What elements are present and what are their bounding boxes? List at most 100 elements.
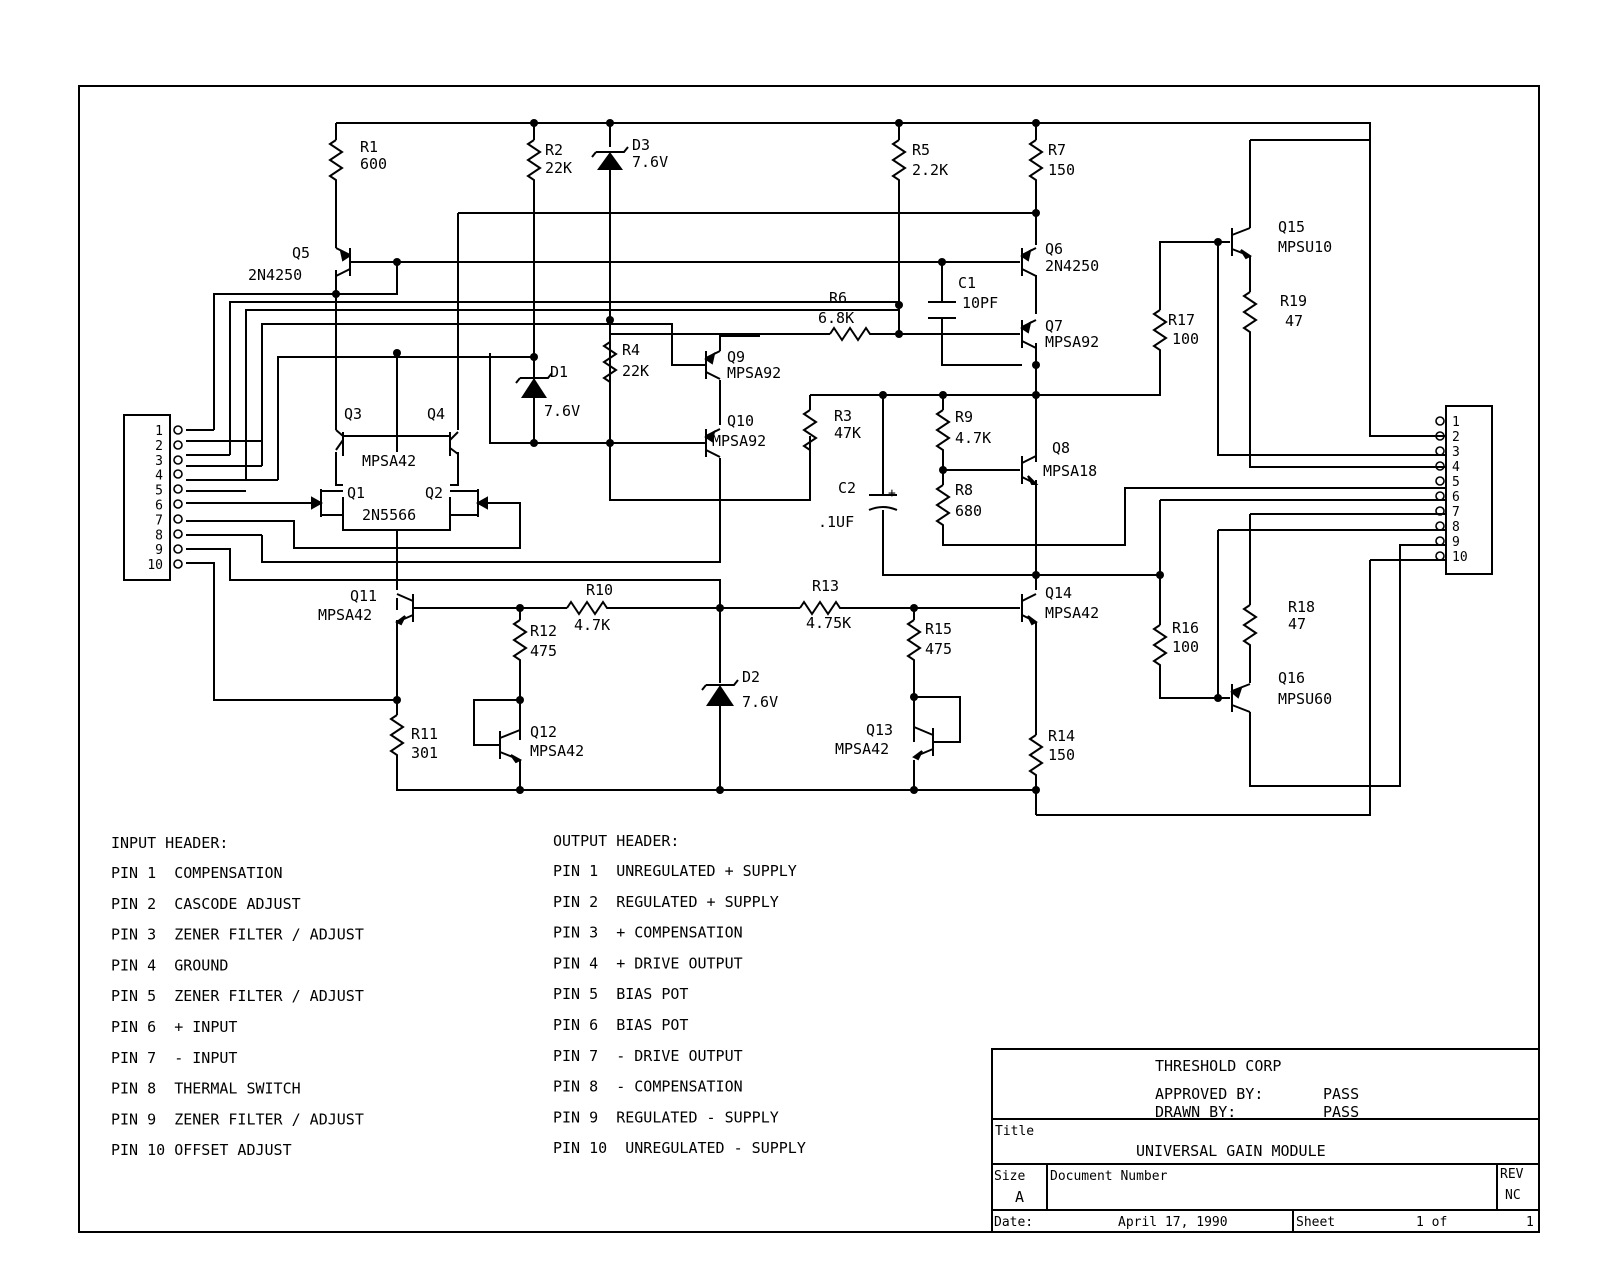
r9-ref: R9 — [955, 408, 973, 426]
title-block: THRESHOLD CORP APPROVED BY: PASS DRAWN B… — [991, 1048, 1540, 1233]
r4-value: 22K — [622, 362, 649, 380]
transistor-q14 — [1021, 593, 1038, 626]
transistor-q13 — [912, 726, 934, 761]
r18-value: 47 — [1288, 615, 1306, 633]
resistor-r5 — [891, 139, 907, 182]
zener-d1 — [515, 372, 553, 398]
q14-ref: Q14 — [1045, 584, 1072, 602]
output-connector-pin-1: 1 — [1452, 415, 1460, 430]
input-header-title: INPUT HEADER: — [111, 834, 228, 852]
size-label: Size — [994, 1169, 1025, 1184]
r19-ref: R19 — [1280, 292, 1307, 310]
transistor-q5 — [335, 247, 351, 277]
r12-value: 475 — [530, 642, 557, 660]
c2-plus: + — [888, 486, 896, 501]
drawing-border — [78, 85, 1540, 1233]
q6-ref: Q6 — [1045, 240, 1063, 258]
q7-ref: Q7 — [1045, 317, 1063, 335]
r2-value: 22K — [545, 159, 572, 177]
transistor-q9 — [704, 350, 721, 380]
output-header-pin-9: PIN 9 REGULATED - SUPPLY — [553, 1108, 779, 1126]
resistor-r8 — [935, 484, 951, 527]
transistor-q6 — [1020, 247, 1037, 277]
q16-ref: Q16 — [1278, 669, 1305, 687]
transistor-q7 — [1020, 319, 1037, 349]
r8-ref: R8 — [955, 481, 973, 499]
transistor-q11 — [395, 593, 414, 626]
output-connector-pin-3: 3 — [1452, 445, 1460, 460]
title-label: Title — [995, 1124, 1034, 1139]
size-value: A — [1015, 1188, 1024, 1206]
resistor-r11 — [389, 714, 405, 757]
q8-value: MPSA18 — [1043, 462, 1097, 480]
input-header-pin-6: PIN 6 + INPUT — [111, 1018, 237, 1036]
c1-value: 10PF — [962, 294, 998, 312]
input-header-pin-5: PIN 5 ZENER FILTER / ADJUST — [111, 987, 364, 1005]
sheet-total: 1 — [1526, 1215, 1534, 1230]
resistor-r3 — [802, 409, 818, 451]
r19-value: 47 — [1285, 312, 1303, 330]
resistor-r12 — [512, 619, 528, 662]
input-header-pin-10: PIN 10 OFFSET ADJUST — [111, 1141, 292, 1159]
resistor-r2 — [526, 139, 542, 182]
transistor-q10 — [704, 428, 721, 458]
resistor-r15 — [906, 619, 922, 662]
wires — [186, 122, 1445, 816]
input-connector-pin-5: 5 — [155, 484, 163, 499]
resistor-r14 — [1028, 734, 1044, 777]
q12-value: MPSA42 — [530, 742, 584, 760]
q3-q4-value: MPSA42 — [362, 452, 416, 470]
r11-value: 301 — [411, 744, 438, 762]
input-connector-pin-9: 9 — [155, 543, 163, 558]
r18-ref: R18 — [1288, 598, 1315, 616]
output-connector-pin-2: 2 — [1452, 430, 1460, 445]
r14-ref: R14 — [1048, 727, 1075, 745]
transistor-q4 — [449, 431, 459, 456]
sheet-value: 1 of — [1416, 1215, 1447, 1230]
q12-ref: Q12 — [530, 723, 557, 741]
q11-ref: Q11 — [350, 587, 377, 605]
q10-value: MPSA92 — [712, 432, 766, 450]
transistor-q3 — [335, 429, 344, 456]
q8-ref: Q8 — [1052, 439, 1070, 457]
d3-ref: D3 — [632, 136, 650, 154]
output-connector-pin-4: 4 — [1452, 460, 1460, 475]
r1-ref: R1 — [360, 138, 378, 156]
q1-ref: Q1 — [347, 484, 365, 502]
input-connector-pin-2: 2 — [155, 439, 163, 454]
output-header-pin-6: PIN 6 BIAS POT — [553, 1016, 688, 1034]
q1-q2-value: 2N5566 — [362, 506, 416, 524]
input-connector-pin-10: 10 — [147, 558, 163, 573]
c2-value: .1UF — [818, 513, 854, 531]
drawn-by-value: PASS — [1323, 1103, 1359, 1121]
output-header-pin-4: PIN 4 + DRIVE OUTPUT — [553, 954, 743, 972]
q13-ref: Q13 — [866, 721, 893, 739]
transistor-q15 — [1231, 227, 1252, 260]
output-connector-pin-8: 8 — [1452, 520, 1460, 535]
company-name: THRESHOLD CORP — [1155, 1057, 1281, 1075]
output-header-pin-7: PIN 7 - DRIVE OUTPUT — [553, 1047, 743, 1065]
transistor-q12 — [499, 729, 523, 764]
q9-ref: Q9 — [727, 348, 745, 366]
r17-ref: R17 — [1168, 311, 1195, 329]
r7-ref: R7 — [1048, 141, 1066, 159]
output-header-pin-8: PIN 8 - COMPENSATION — [553, 1078, 743, 1096]
junction-dots — [332, 119, 1222, 794]
input-header-pin-8: PIN 8 THERMAL SWITCH — [111, 1080, 301, 1098]
approved-by-label: APPROVED BY: — [1155, 1085, 1263, 1103]
output-header-title: OUTPUT HEADER: — [553, 832, 679, 850]
input-connector-pin-1: 1 — [155, 424, 163, 439]
r9-value: 4.7K — [955, 429, 991, 447]
output-connector-pin-6: 6 — [1452, 490, 1460, 505]
r13-ref: R13 — [812, 577, 839, 595]
q14-value: MPSA42 — [1045, 604, 1099, 622]
r15-value: 475 — [925, 640, 952, 658]
q6-value: 2N4250 — [1045, 257, 1099, 275]
zener-d2 — [701, 679, 739, 706]
r3-ref: R3 — [834, 407, 852, 425]
d3-value: 7.6V — [632, 153, 668, 171]
